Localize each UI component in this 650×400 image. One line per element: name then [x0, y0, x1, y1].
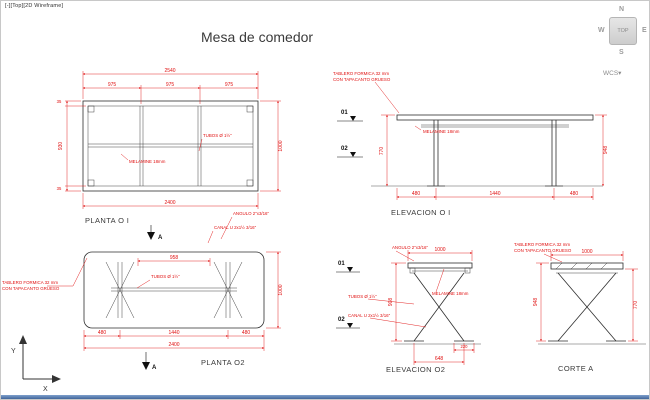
elevacion02-dim-height: 908 — [388, 298, 394, 307]
view-elevacion01: 480 1440 480 770 948 01 02 TABLERO FORMI… — [333, 71, 609, 217]
planta01-dim-right: 1000 — [278, 140, 284, 151]
viewcube-face-top[interactable]: TOP — [609, 17, 637, 45]
level-marker-01: 01 — [341, 110, 348, 116]
planta02-dim-b3: 480 — [242, 330, 251, 336]
elevacion01-dim-left: 770 — [379, 147, 385, 156]
planta02-dim-top: 958 — [170, 255, 179, 261]
elevacion01-dimensions: 480 1440 480 770 948 — [379, 114, 609, 200]
planta02-note-tablero-1: TABLERO FORMICA 32 mm — [2, 280, 58, 285]
planta02-note-tablero-2: CON TAPACANTO GRUESO — [2, 286, 60, 291]
elevacion02-dim-foot: 220 — [461, 344, 469, 349]
planta01-geometry — [82, 100, 259, 192]
view-planta01: 2540 975 975 975 2400 1000 35 930 35 TUB… — [57, 68, 284, 244]
section-marker-label: A — [158, 235, 163, 241]
planta02-note-tubos: TUBOS Ø 1½" — [151, 274, 180, 279]
viewcube-south[interactable]: S — [619, 49, 624, 56]
planta02-dim-right: 1000 — [278, 284, 284, 295]
level-marker-01: 01 — [338, 261, 345, 267]
section-marker-label: A — [152, 365, 157, 371]
elevacion02-note-tubos: TUBOS Ø 1½" — [348, 294, 377, 299]
level-marker-02: 02 — [338, 317, 345, 323]
ucs-x-label: X — [43, 386, 48, 393]
planta01-dim-bottom: 2400 — [164, 200, 175, 206]
planta02-dim-b2: 1440 — [168, 330, 179, 336]
section-marker-a-bottom: A — [142, 352, 157, 371]
viewcube: N W TOP E S WCS▾ — [593, 3, 649, 87]
section-marker-a-top: A — [147, 225, 163, 241]
level-marker-02: 02 — [341, 146, 348, 152]
elevacion02-dim-top: 1000 — [434, 247, 445, 253]
viewcube-west[interactable]: W — [598, 27, 605, 34]
elevacion02-note-angulo: ANGULO 2"x3/16" — [392, 245, 429, 250]
planta01-title: PLANTA O I — [85, 216, 129, 225]
corte-note-tablero-1: TABLERO FORMICA 32 mm — [514, 242, 570, 247]
elevacion01-levels: 01 02 — [337, 110, 363, 158]
elevacion02-title: ELEVACION O2 — [386, 365, 445, 374]
planta01-dim-total: 2540 — [164, 68, 175, 74]
elevacion01-dim-right: 948 — [603, 146, 609, 155]
elevacion01-note-melamine: MELAMINE 18mm — [423, 129, 460, 134]
corte-dimensions: 1000 948 770 — [533, 249, 639, 342]
planta01-dim-seg1: 975 — [108, 82, 117, 88]
planta01-dim-left-bot: 35 — [57, 186, 62, 191]
viewcube-east[interactable]: E — [642, 27, 647, 34]
planta01-dimensions: 2540 975 975 975 2400 1000 35 930 35 — [57, 68, 284, 209]
planta01-dim-seg2: 975 — [166, 82, 175, 88]
planta02-note-canal: CANAL U 2x1½ 3/16" — [214, 225, 257, 230]
planta02-dim-b1: 480 — [98, 330, 107, 336]
planta01-notes: TUBOS Ø 1½" MELAMINE 18mm ANGULO 2"x3/16… — [120, 133, 270, 244]
planta02-geometry — [83, 251, 265, 329]
planta01-note-tubos: TUBOS Ø 1½" — [203, 133, 232, 138]
elevacion02-dimensions: 1000 908 220 648 — [388, 247, 475, 365]
corte-dim-left: 948 — [533, 298, 539, 307]
elevacion01-title: ELEVACION O I — [391, 208, 451, 217]
corte-note-tablero-2: CON TAPACANTO GRUESO — [514, 248, 572, 253]
ucs-icon: Y X — [11, 335, 61, 393]
elevacion01-geometry — [371, 114, 603, 187]
view-corte-a: 1000 948 770 TABLERO FORMICA 32 mm CON T… — [514, 242, 646, 373]
planta02-dimensions: 958 480 1440 480 2400 1000 — [83, 251, 284, 351]
corte-notes: TABLERO FORMICA 32 mm CON TAPACANTO GRUE… — [514, 242, 572, 263]
elevacion01-dim-b2: 1440 — [489, 191, 500, 197]
elevacion01-note-tablero-1: TABLERO FORMICA 32 mm — [333, 71, 389, 76]
elevacion02-dim-spread: 648 — [435, 356, 444, 362]
elevacion02-notes: ANGULO 2"x3/16" TUBOS Ø 1½" MELAMINE 18m… — [348, 245, 469, 328]
elevacion01-dim-b1: 480 — [412, 191, 421, 197]
elevacion02-note-canal: CANAL U 2x1½ 3/16" — [348, 313, 391, 318]
ucs-y-label: Y — [11, 348, 16, 355]
viewcube-face-label: TOP — [617, 28, 629, 34]
planta01-dim-seg3: 975 — [225, 82, 234, 88]
corte-dim-right: 770 — [633, 301, 639, 310]
corte-title: CORTE A — [558, 364, 594, 373]
corte-dim-top: 1000 — [581, 249, 592, 255]
viewport-controls-label[interactable]: [-][Top][2D Wireframe] — [5, 3, 64, 9]
planta01-dim-left-top: 35 — [57, 99, 62, 104]
elevacion02-note-melamine: MELAMINE 18mm — [432, 291, 469, 296]
elevacion01-notes: TABLERO FORMICA 32 mm CON TAPACANTO GRUE… — [333, 71, 460, 134]
planta02-note-angulo: ANGULO 2"x3/16" — [233, 211, 270, 216]
planta01-note-melamine: MELAMINE 18mm — [129, 159, 166, 164]
corte-geometry — [538, 262, 646, 345]
view-elevacion02: 1000 908 220 648 01 02 ANGULO 2"x3/16" T… — [336, 245, 481, 374]
wcs-caret-icon: ▾ — [618, 70, 622, 77]
elevacion02-levels: 01 02 — [336, 261, 360, 329]
view-planta02: 958 480 1440 480 2400 1000 TABLERO FORMI… — [2, 251, 284, 371]
wcs-label: WCS — [603, 70, 619, 77]
elevacion01-dim-b3: 480 — [570, 191, 579, 197]
planta01-dim-left-mid: 930 — [58, 142, 64, 151]
planta02-notes: TABLERO FORMICA 32 mm CON TAPACANTO GRUE… — [2, 257, 180, 291]
planta02-title: PLANTA O2 — [201, 358, 245, 367]
command-bar-edge — [1, 395, 649, 399]
elevacion01-note-tablero-2: CON TAPACANTO GRUESO — [333, 77, 391, 82]
elevacion02-geometry — [394, 262, 481, 345]
drawing-title: Mesa de comedor — [201, 29, 314, 45]
viewcube-north[interactable]: N — [619, 6, 625, 13]
planta02-dim-total: 2400 — [168, 342, 179, 348]
wcs-selector[interactable]: WCS▾ — [603, 69, 621, 77]
